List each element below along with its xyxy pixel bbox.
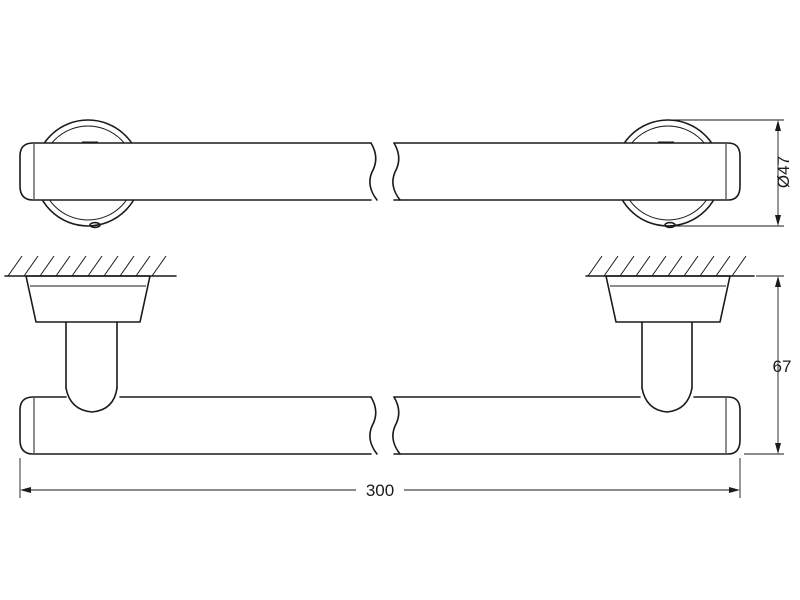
diameter-label: Ø47	[774, 156, 793, 188]
front-view: 67 300	[4, 255, 792, 500]
length-label: 300	[366, 481, 394, 500]
front-bar-right	[393, 396, 741, 455]
diameter-dimension: Ø47	[670, 119, 793, 227]
length-dimension: 300	[19, 458, 741, 500]
right-mount	[605, 275, 731, 413]
left-mount	[25, 275, 151, 413]
left-wall-hatch	[4, 255, 177, 277]
right-wall-hatch	[585, 255, 755, 277]
top-bar-left	[19, 142, 372, 201]
projection-dimension: 67	[744, 275, 792, 455]
projection-label: 67	[773, 357, 792, 376]
front-bar-left	[19, 396, 372, 455]
top-bar-right	[393, 142, 741, 201]
top-view: Ø47	[19, 119, 793, 229]
